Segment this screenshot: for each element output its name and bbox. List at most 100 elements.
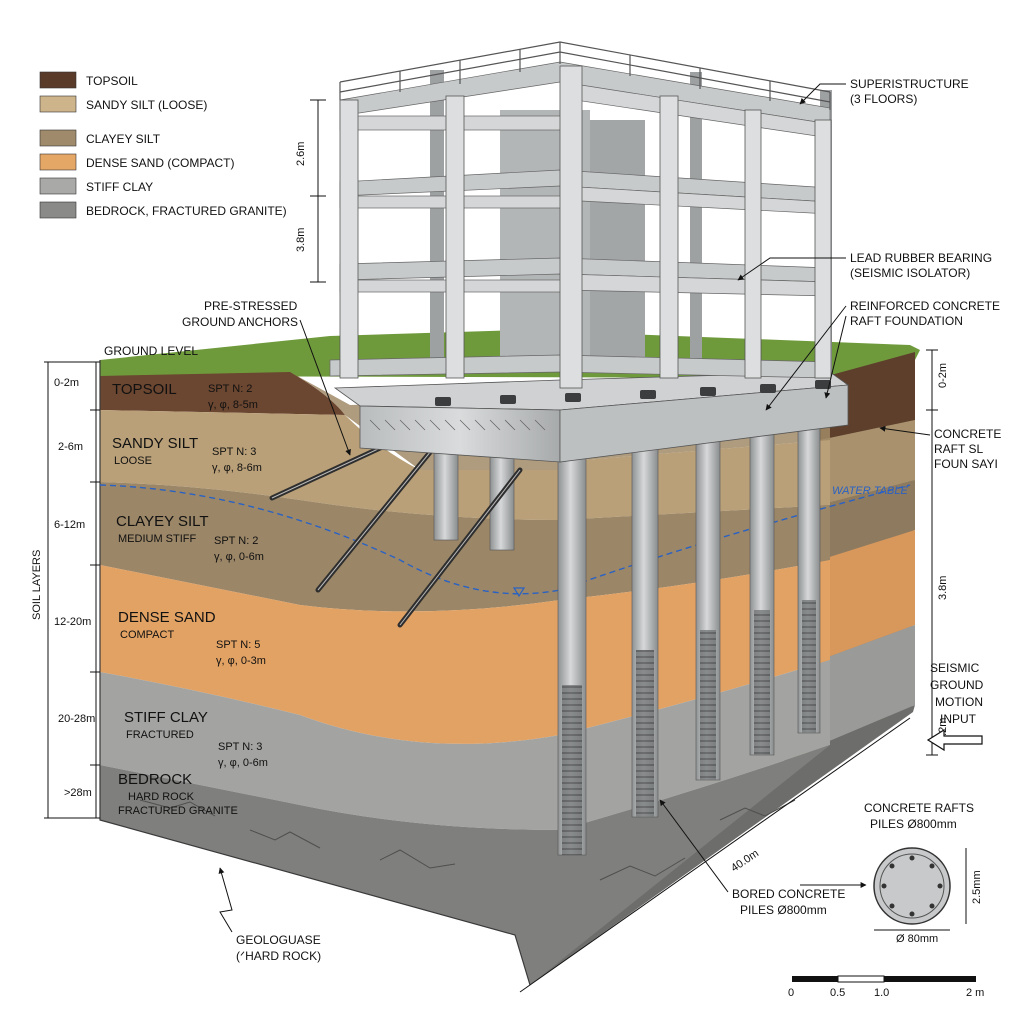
geology-label: GEOLOGUASE: [236, 933, 321, 947]
layer-topsoil: [100, 372, 345, 415]
legend-swatch: [39, 71, 77, 89]
raft-foundation: [333, 371, 850, 463]
seismic-arrow-icon: [926, 728, 983, 752]
legend: TOPSOIL SANDY SILT (LOOSE) CLAYEY SILT D…: [39, 71, 287, 219]
isolator-bearings: [435, 380, 831, 406]
legend-label: DENSE SAND (COMPACT): [86, 156, 234, 170]
legend-label: STIFF CLAY: [86, 180, 153, 194]
raft-side: [559, 384, 849, 463]
floor-height-lower: 3.8m: [295, 228, 307, 252]
anchors-label: PRE-STRESSED: [204, 299, 298, 313]
seismic-label-2: GROUND: [930, 678, 984, 692]
roof-railing: [339, 41, 831, 110]
bearing-sub: (SEISMIC ISOLATOR): [850, 266, 970, 280]
block-front-edge: [99, 360, 531, 986]
layer-props: γ, φ, 0-3m: [216, 655, 266, 667]
layer-name: BEDROCK: [118, 771, 192, 788]
superstructure-label: SUPERISTRUCTURE: [850, 77, 969, 91]
layer-spt: SPT N: 2: [208, 383, 252, 395]
floor-dimensions: 2.6m 3.8m: [295, 99, 326, 283]
layer-sub-line2: FRACTURED GRANITE: [118, 805, 238, 817]
right-dim-mid: 3.8m: [937, 576, 949, 600]
scale-bar: 0 0.5 1.0 2 m: [788, 975, 984, 999]
legend-swatch: [39, 201, 77, 219]
raft-sub: RAFT FOUNDATION: [850, 314, 963, 328]
layer-sub: MEDIUM STIFF: [118, 533, 196, 545]
layer-spt: SPT N: 5: [216, 639, 260, 651]
raft-right-sub: RAFT SL: [934, 442, 983, 456]
legend-swatch: [39, 95, 77, 113]
callouts: GROUND LEVEL SUPERISTRUCTURE (3 FLOORS) …: [104, 77, 1001, 993]
geology-sub: (ᐟHARD ROCK): [236, 949, 321, 963]
depth-label: 2-6m: [58, 441, 83, 453]
depth-scale: 0-2m 2-6m 6-12m 12-20m 20-28m >28m SOIL …: [31, 361, 100, 819]
legend-item-topsoil: TOPSOIL: [39, 71, 138, 89]
legend-label: SANDY SILT (LOOSE): [86, 98, 207, 112]
depth-label: 0-2m: [54, 377, 79, 389]
seismic-label-3: MOTION: [935, 695, 983, 709]
layer-sub-line1: HARD ROCK: [128, 791, 195, 803]
water-table-label: WATER TABLE: [832, 485, 908, 497]
pile: [557, 454, 587, 856]
bored-piles-label: BORED CONCRETE: [732, 887, 845, 901]
right-face-clayey: [820, 480, 915, 560]
piles: [433, 407, 821, 856]
layer-sub: COMPACT: [120, 629, 174, 641]
bored-piles-sub: PILES Ø800mm: [740, 903, 827, 917]
right-face-rock: [520, 705, 915, 985]
pile: [433, 439, 459, 541]
anchors-sub: GROUND ANCHORS: [182, 315, 298, 329]
pile: [797, 407, 821, 734]
depth-label: 20-28m: [58, 713, 95, 725]
layer-spt: SPT N: 2: [214, 535, 258, 547]
layer-props: γ, φ, 0-6m: [218, 757, 268, 769]
pile-diameter-label: Ø 80mm: [896, 933, 938, 945]
layer-spt: SPT N: 3: [212, 446, 256, 458]
layer-name: TOPSOIL: [112, 381, 177, 398]
superstructure-sub: (3 FLOORS): [850, 92, 917, 106]
pile: [489, 449, 515, 551]
legend-label: CLAYEY SILT: [86, 132, 161, 146]
pile-cross-section: Ø 80mm 2.5mm: [873, 847, 983, 945]
raft-hatching: [369, 419, 546, 431]
legend-item-stiff-clay: STIFF CLAY: [39, 177, 153, 195]
superstructure: [329, 41, 832, 389]
ground-level-label: GROUND LEVEL: [104, 344, 198, 358]
layer-name: SANDY SILT: [112, 435, 198, 452]
raft-right-label: CONCRETE: [934, 427, 1001, 441]
pile-height-label: 2.5mm: [971, 870, 983, 904]
layer-labels: TOPSOIL SPT N: 2 γ, φ, 8-5m SANDY SILT L…: [112, 381, 268, 817]
depth-label: 6-12m: [54, 519, 85, 531]
scale-tick: 1.0: [874, 987, 889, 999]
right-dim-top: 0-2m: [937, 363, 949, 388]
layer-sub: LOOSE: [114, 455, 152, 467]
layer-name: DENSE SAND: [118, 609, 216, 626]
pile: [749, 419, 775, 756]
legend-swatch: [39, 129, 77, 147]
pile-section-label: CONCRETE RAFTS: [864, 801, 974, 815]
right-face-sandysilt: [820, 420, 915, 505]
legend-swatch: [39, 177, 77, 195]
layer-props: γ, φ, 8-6m: [212, 462, 262, 474]
raft-right-sub2: FOUN SAYI: [934, 457, 998, 471]
layer-sub: FRACTURED: [126, 729, 194, 741]
depth-label: >28m: [64, 787, 92, 799]
scale-tick: 0: [788, 987, 794, 999]
pile: [631, 444, 659, 818]
legend-item-dense-sand: DENSE SAND (COMPACT): [39, 153, 234, 171]
floor-height-upper: 2.6m: [295, 142, 307, 166]
bearing-label: LEAD RUBBER BEARING: [850, 251, 992, 265]
legend-item-clayey-silt: CLAYEY SILT: [39, 129, 161, 147]
base-length-label: 40.0m: [729, 847, 761, 874]
layer-spt: SPT N: 3: [218, 741, 262, 753]
seismic-label-1: SEISMIC: [930, 661, 980, 675]
legend-label: BEDROCK, FRACTURED GRANITE): [86, 204, 287, 218]
legend-swatch: [39, 153, 77, 171]
pile: [695, 431, 721, 781]
right-face-sand: [820, 530, 915, 660]
legend-item-bedrock: BEDROCK, FRACTURED GRANITE): [39, 201, 287, 219]
legend-item-sandy-silt: SANDY SILT (LOOSE): [39, 95, 207, 113]
scale-tick: 0.5: [830, 987, 845, 999]
